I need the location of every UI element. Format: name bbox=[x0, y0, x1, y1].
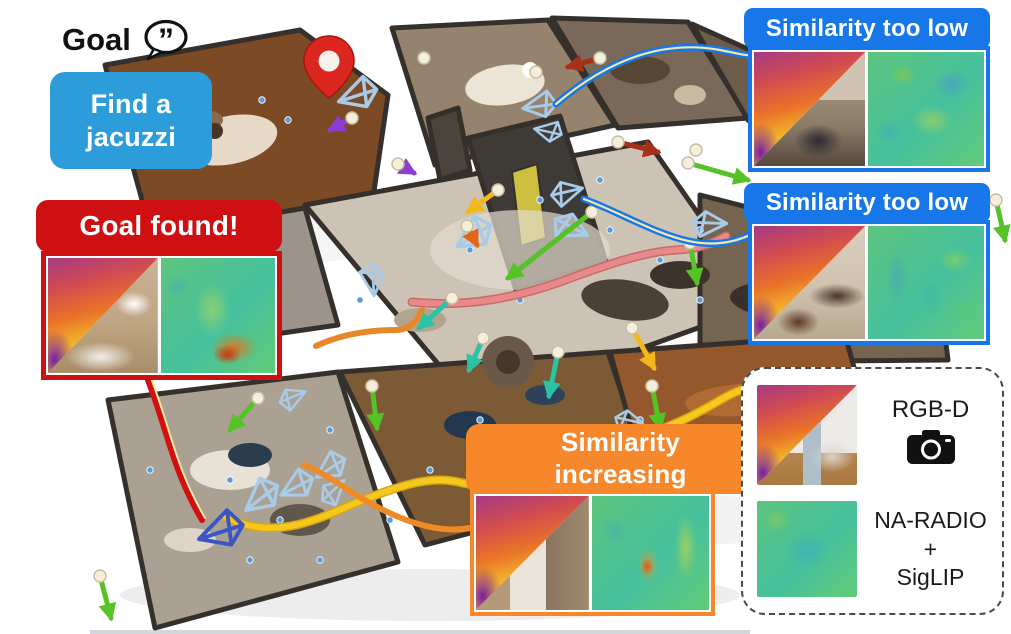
speech-bubble-icon: ” bbox=[144, 19, 188, 61]
model-line-3: SigLIP bbox=[896, 564, 965, 591]
rgbd-image bbox=[754, 52, 866, 166]
legend-row-model: NA-RADIO + SigLIP bbox=[757, 501, 988, 597]
rgbd-image bbox=[754, 226, 866, 339]
callout-connectors bbox=[145, 43, 756, 533]
camera-icon bbox=[906, 430, 955, 464]
legend-heatmap-image bbox=[757, 501, 857, 597]
goal-label: Goal bbox=[62, 22, 131, 57]
goal-prompt-box: Find a jacuzzi bbox=[50, 72, 212, 169]
similarity-increasing-observation bbox=[470, 490, 715, 616]
rgbd-text: RGB-D bbox=[891, 396, 970, 423]
callout-similarity-low-1-label: Similarity too low bbox=[765, 14, 969, 42]
callout-similarity-increasing: Similarity increasing bbox=[466, 424, 775, 494]
callout-similarity-increasing-label: Similarity increasing bbox=[554, 427, 687, 489]
legend-row-rgbd: RGB-D bbox=[757, 385, 988, 485]
similarity-heatmap bbox=[868, 226, 984, 339]
similarity-heatmap bbox=[591, 496, 709, 610]
connector-red bbox=[145, 377, 205, 523]
model-line-2: + bbox=[923, 535, 938, 562]
callout-goal-found: Goal found! bbox=[36, 200, 282, 252]
sphere-bases bbox=[93, 51, 1003, 583]
legend-rgbd-label: RGB-D bbox=[873, 395, 988, 475]
callout-goal-found-label: Goal found! bbox=[79, 209, 239, 241]
location-pin-icon bbox=[303, 35, 355, 99]
legend-model-label: NA-RADIO + SigLIP bbox=[873, 506, 988, 592]
callout-similarity-low-2: Similarity too low bbox=[744, 183, 990, 223]
direction-arrows bbox=[93, 51, 1011, 622]
rgbd-image bbox=[476, 496, 589, 610]
svg-text:”: ” bbox=[158, 22, 174, 58]
legend: RGB-D NA-RADIO + SigLIP bbox=[741, 367, 1004, 615]
rgbd-image bbox=[48, 258, 158, 373]
callout-similarity-low-2-label: Similarity too low bbox=[765, 189, 969, 217]
model-line-1: NA-RADIO bbox=[874, 506, 987, 533]
similarity-heatmap bbox=[160, 258, 275, 373]
similarity-low-2-observation bbox=[748, 220, 990, 345]
callout-similarity-low-1: Similarity too low bbox=[744, 8, 990, 49]
goal-prompt-text: Find a jacuzzi bbox=[86, 88, 176, 152]
goal-found-observation bbox=[41, 251, 282, 380]
similarity-heatmap bbox=[868, 52, 984, 166]
goal-title: Goal ” bbox=[62, 18, 191, 62]
similarity-low-1-observation bbox=[748, 46, 990, 172]
connector-orange bbox=[301, 462, 473, 533]
legend-rgbd-image bbox=[757, 385, 857, 485]
